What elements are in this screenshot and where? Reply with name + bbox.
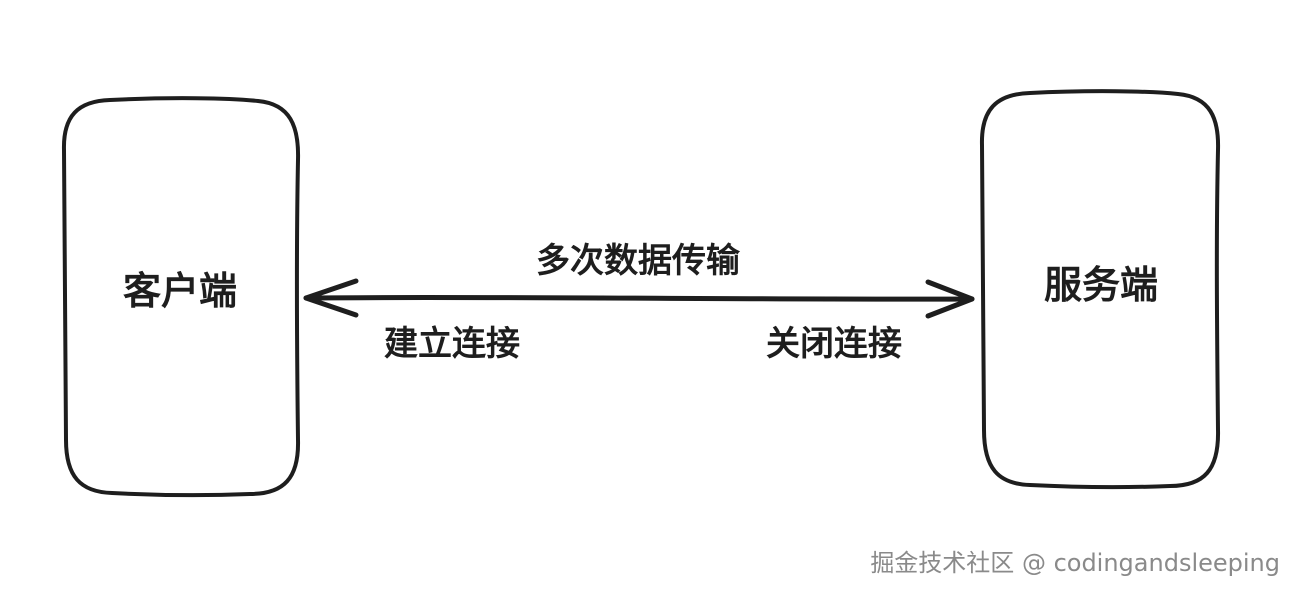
server-label: 服务端 [1044, 263, 1158, 307]
close-label: 关闭连接 [766, 324, 902, 364]
connect-label: 建立连接 [384, 324, 520, 364]
arrow-head-right [925, 279, 975, 319]
server-node: 服务端 [979, 89, 1221, 490]
watermark: 掘金技术社区 @ codingandsleeping [870, 549, 1280, 577]
server-box [979, 89, 1221, 490]
client-label: 客户端 [123, 269, 237, 313]
client-node: 客户端 [61, 96, 301, 498]
transfer-label: 多次数据传输 [536, 241, 741, 281]
arrow-head-left [303, 278, 359, 318]
bidirectional-arrow [303, 278, 975, 319]
arrow-line [303, 294, 975, 302]
client-box [61, 96, 301, 498]
